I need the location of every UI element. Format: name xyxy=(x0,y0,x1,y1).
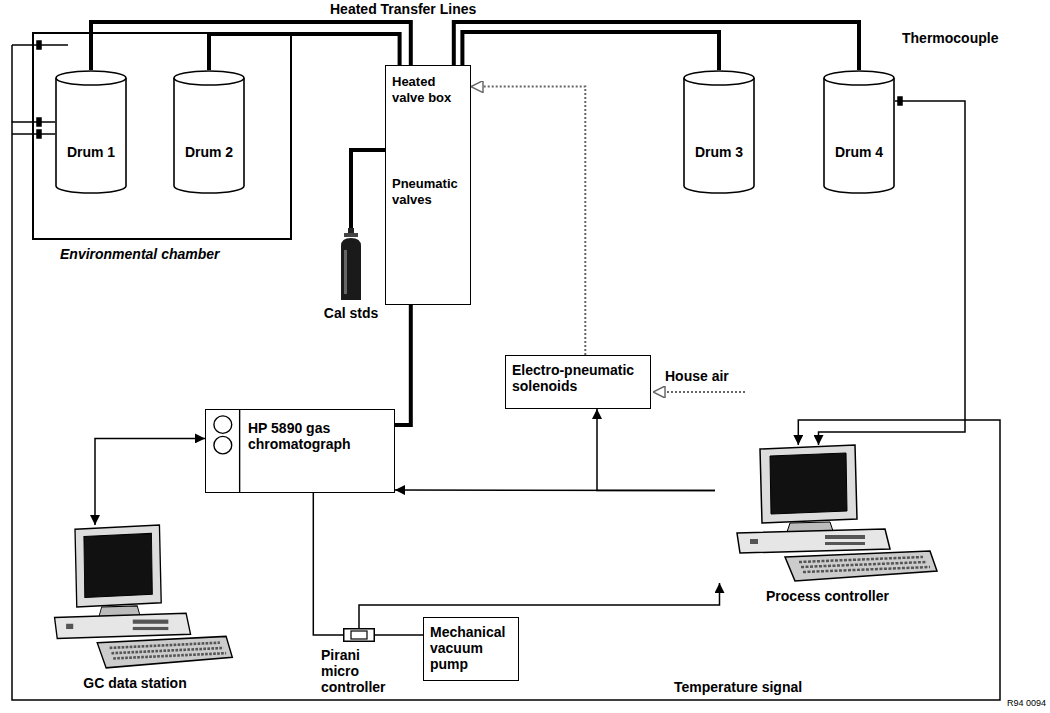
node-title: Drum 1 xyxy=(67,144,115,160)
drum: Drum 2 xyxy=(173,70,245,194)
heated-transfer-line xyxy=(395,305,411,425)
heated-transfer-line xyxy=(209,34,400,70)
pneumatic-line xyxy=(471,87,585,355)
drum-drawing xyxy=(823,70,895,194)
node-title: Electro-pneumatic solenoids xyxy=(512,362,644,394)
node-title: Drum 4 xyxy=(835,144,883,160)
edge-label: Temperature signal xyxy=(672,679,804,695)
node-title: Process controller xyxy=(715,588,940,604)
signal-line xyxy=(395,489,715,491)
signal-line xyxy=(95,438,205,525)
node-title: Environmental chamber xyxy=(60,246,220,262)
signal-line xyxy=(597,409,715,491)
vacuum-pump: Mechanical vacuum pump xyxy=(423,617,519,681)
heated-transfer-line xyxy=(454,22,859,70)
text-label: Heated Transfer Lines xyxy=(330,1,476,17)
drum: Drum 3 xyxy=(683,70,755,194)
signal-line xyxy=(359,583,720,628)
text-label: Thermocouple xyxy=(902,30,998,46)
solenoid-box: Electro-pneumatic solenoids xyxy=(505,355,651,409)
computer: GC data station xyxy=(35,525,235,670)
node-title: Pirani micro controller xyxy=(319,647,401,695)
heated-transfer-line xyxy=(91,22,411,70)
signal-line xyxy=(313,493,343,635)
computer-drawing xyxy=(35,525,235,670)
valve-box: Heated valve boxPneumatic valves xyxy=(385,65,471,305)
node-title: HP 5890 gas chromatograph xyxy=(248,420,388,452)
heated-transfer-line xyxy=(351,150,385,228)
drum: Drum 4 xyxy=(823,70,895,194)
pirani-gauge: Pirani micro controller xyxy=(343,628,375,642)
computer-drawing xyxy=(715,445,940,583)
gas-cylinder-drawing xyxy=(340,228,362,300)
node-title: Drum 3 xyxy=(695,144,743,160)
drum-drawing xyxy=(173,70,245,194)
computer: Process controller xyxy=(715,445,940,583)
drum-drawing xyxy=(55,70,127,194)
gas-chromatograph: HP 5890 gas chromatograph xyxy=(205,409,395,493)
gas-cylinder: Cal stds xyxy=(340,228,362,300)
node-title: Drum 2 xyxy=(185,144,233,160)
node-title: Cal stds xyxy=(311,305,391,321)
node-text: Pneumatic valves xyxy=(392,176,467,208)
heated-transfer-line xyxy=(462,32,719,70)
node-title: GC data station xyxy=(35,675,235,691)
text-label: R94 0094 xyxy=(1007,698,1046,709)
signal-line xyxy=(12,122,1000,700)
signal-line xyxy=(375,634,423,636)
pirani-gauge-drawing xyxy=(343,628,375,642)
house-air-line xyxy=(653,391,745,393)
node-title: Heated valve box xyxy=(392,74,467,106)
node-title: Mechanical vacuum pump xyxy=(430,624,512,672)
drum-drawing xyxy=(683,70,755,194)
environmental-chamber: Environmental chamberDrum 1Drum 2 xyxy=(32,32,292,240)
drum: Drum 1 xyxy=(55,70,127,194)
text-label: House air xyxy=(665,368,729,384)
